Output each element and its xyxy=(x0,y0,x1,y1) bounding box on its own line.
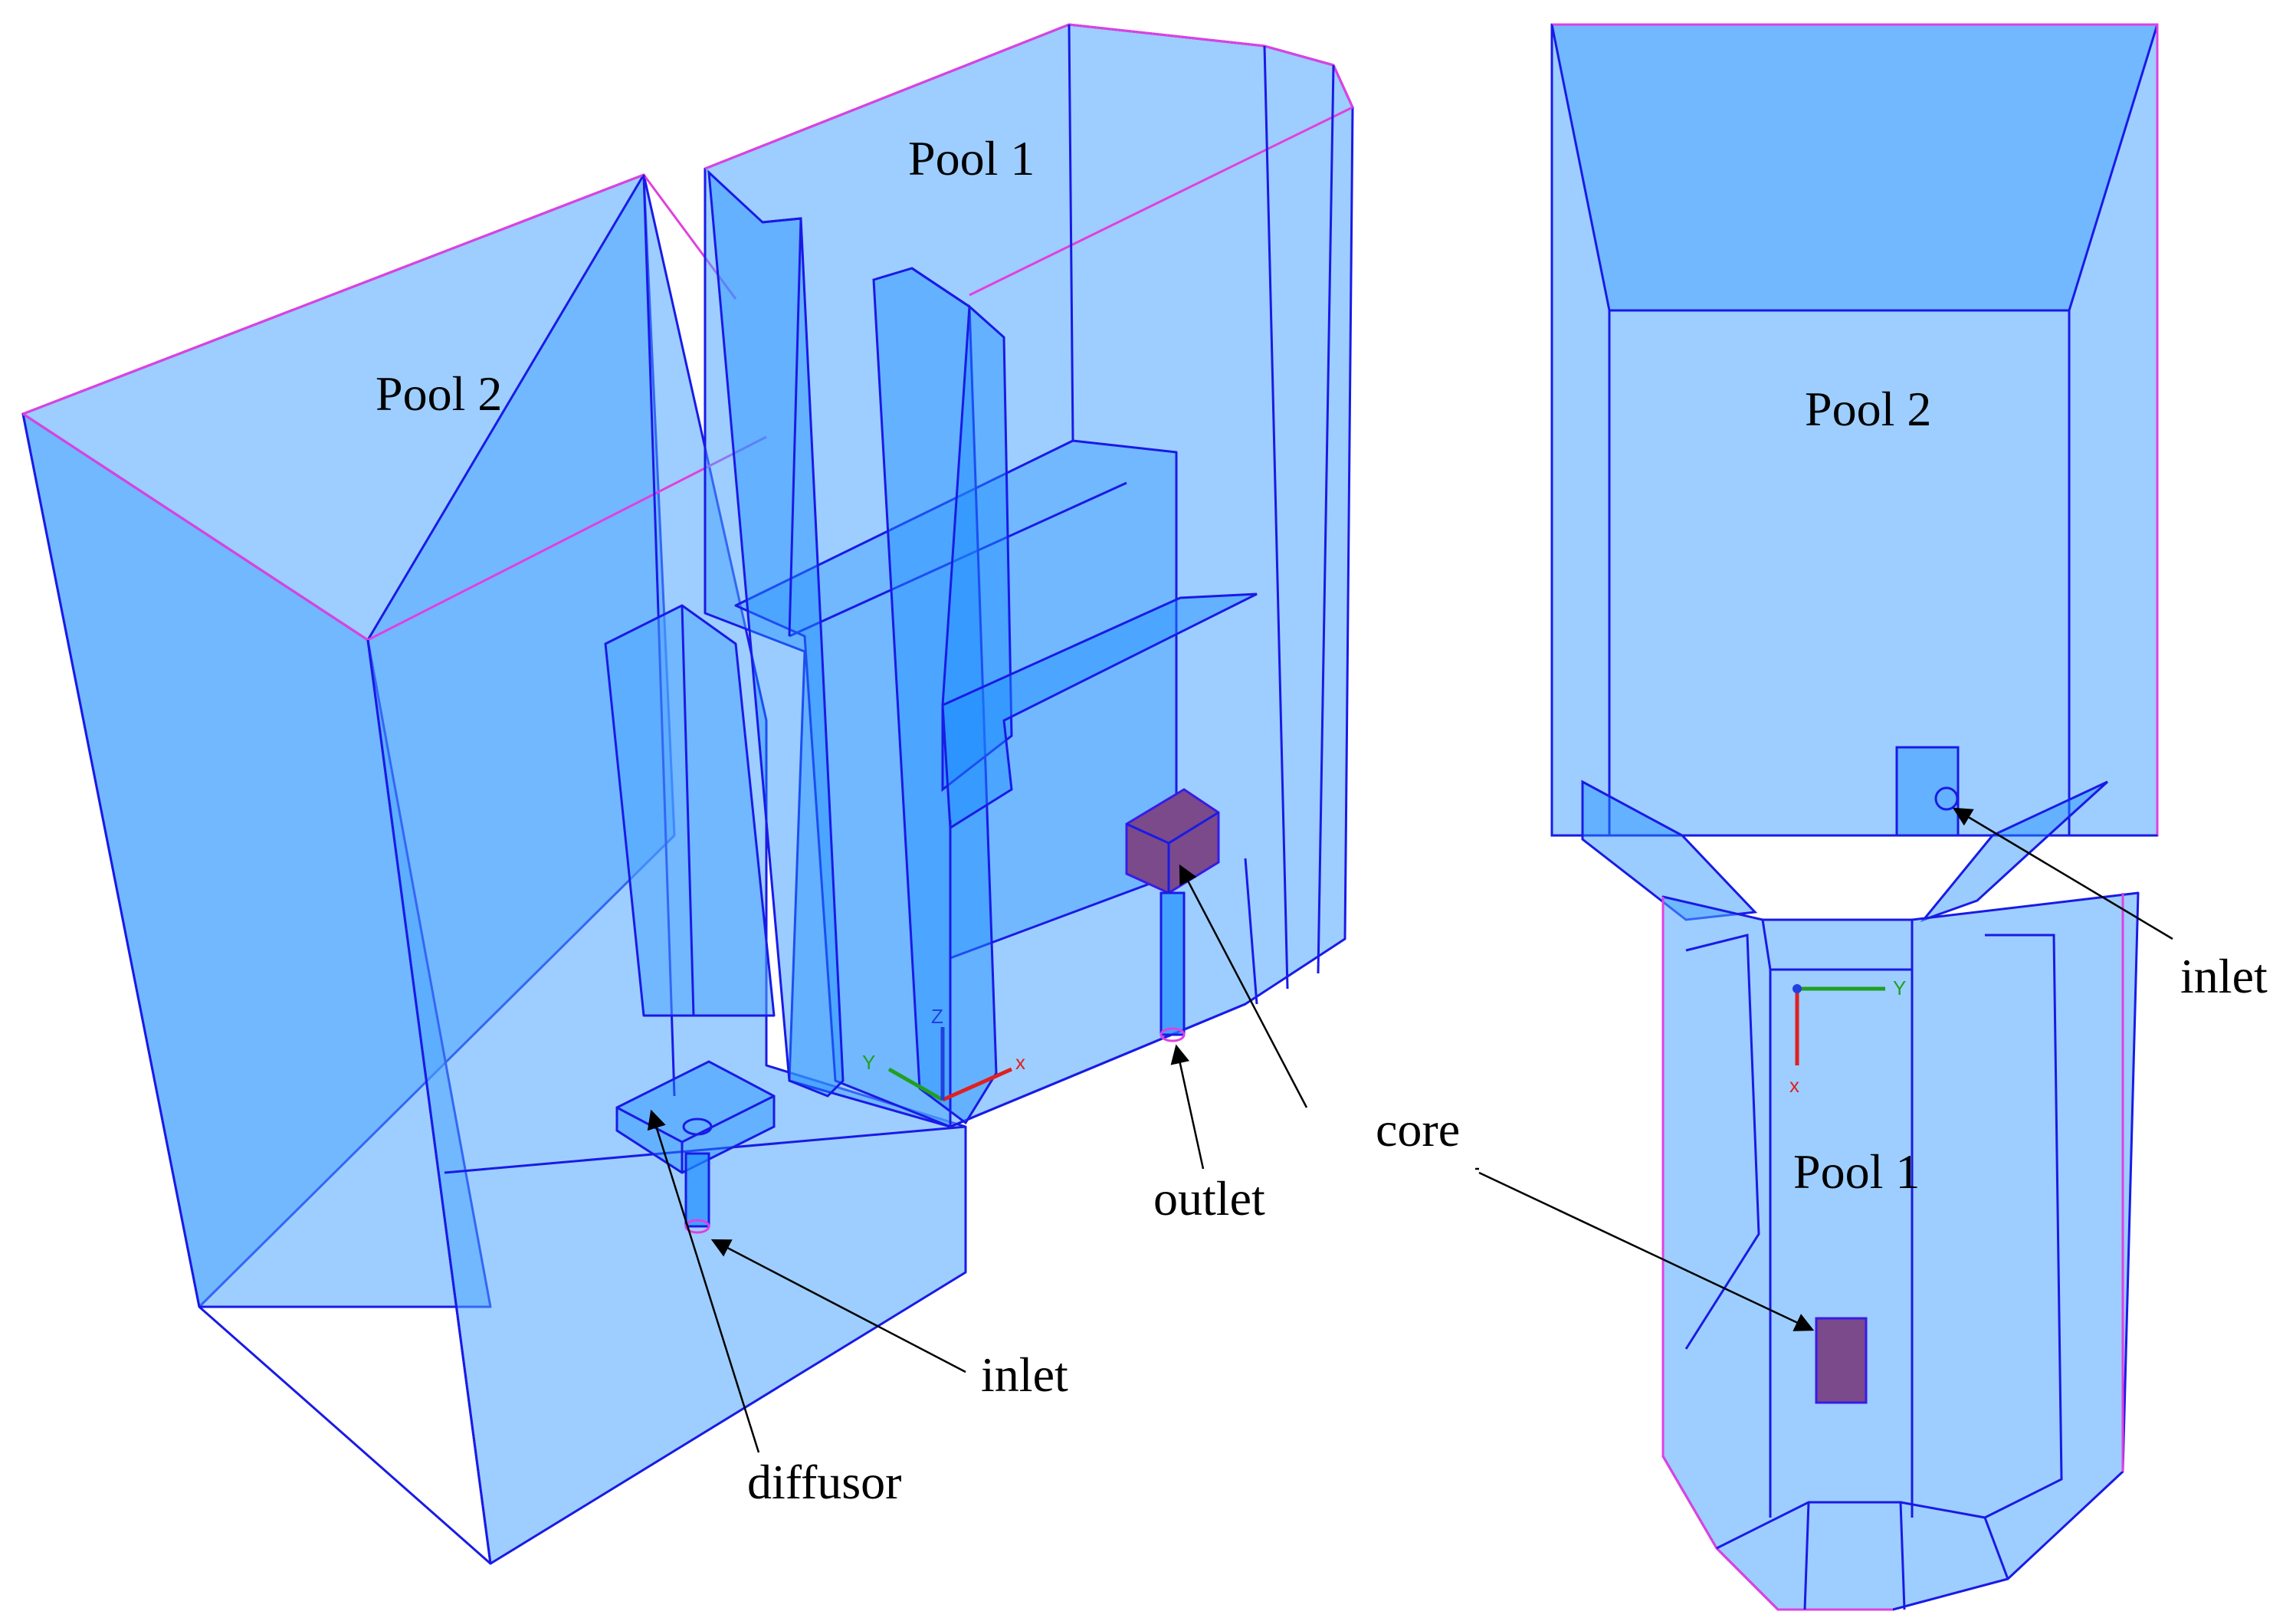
core-block-right xyxy=(1815,1317,1868,1404)
right-pool1-label: Pool 1 xyxy=(1793,1144,1920,1199)
axis-x-label-right: x xyxy=(1789,1074,1799,1097)
pool2-volume xyxy=(21,173,967,1565)
left-pool2-label: Pool 2 xyxy=(376,366,502,421)
right-inlet-label: inlet xyxy=(2180,949,2268,1003)
axis-z-label: Z xyxy=(931,1005,943,1028)
right-pool1-volume xyxy=(1661,891,2140,1611)
axis-triad-icon: Y x xyxy=(1789,976,1906,1097)
outlet-label: outlet xyxy=(1153,1171,1265,1226)
right-pool2-volume xyxy=(1550,23,2159,923)
right-inlet-box xyxy=(1895,746,1960,837)
outlet-pipe xyxy=(1159,891,1186,1042)
right-top-view: Y x Pool 2 Pool 1 inlet xyxy=(1478,23,2268,1611)
axis-x-label: x xyxy=(1015,1051,1025,1074)
left-inlet-label: inlet xyxy=(981,1347,1068,1402)
axis-y-label-right: Y xyxy=(1893,976,1906,999)
channel-upper xyxy=(941,304,1013,793)
diffusor-box xyxy=(615,1060,776,1234)
axis-y-label: Y xyxy=(862,1051,875,1074)
left-pool1-label: Pool 1 xyxy=(908,131,1035,185)
pool1-volume: x Y Z xyxy=(704,23,1354,1128)
right-pool2-label: Pool 2 xyxy=(1805,382,1931,436)
core-label: core xyxy=(1376,1102,1460,1157)
arrow-icon xyxy=(647,864,1479,1453)
axis-triad-icon: x Y Z xyxy=(862,1005,1025,1102)
diffusor-label: diffusor xyxy=(747,1455,901,1509)
arrow-icon xyxy=(1478,807,2173,1331)
left-isometric-view: x Y Z Pool 1 Pool 2 core ou xyxy=(21,23,1479,1565)
